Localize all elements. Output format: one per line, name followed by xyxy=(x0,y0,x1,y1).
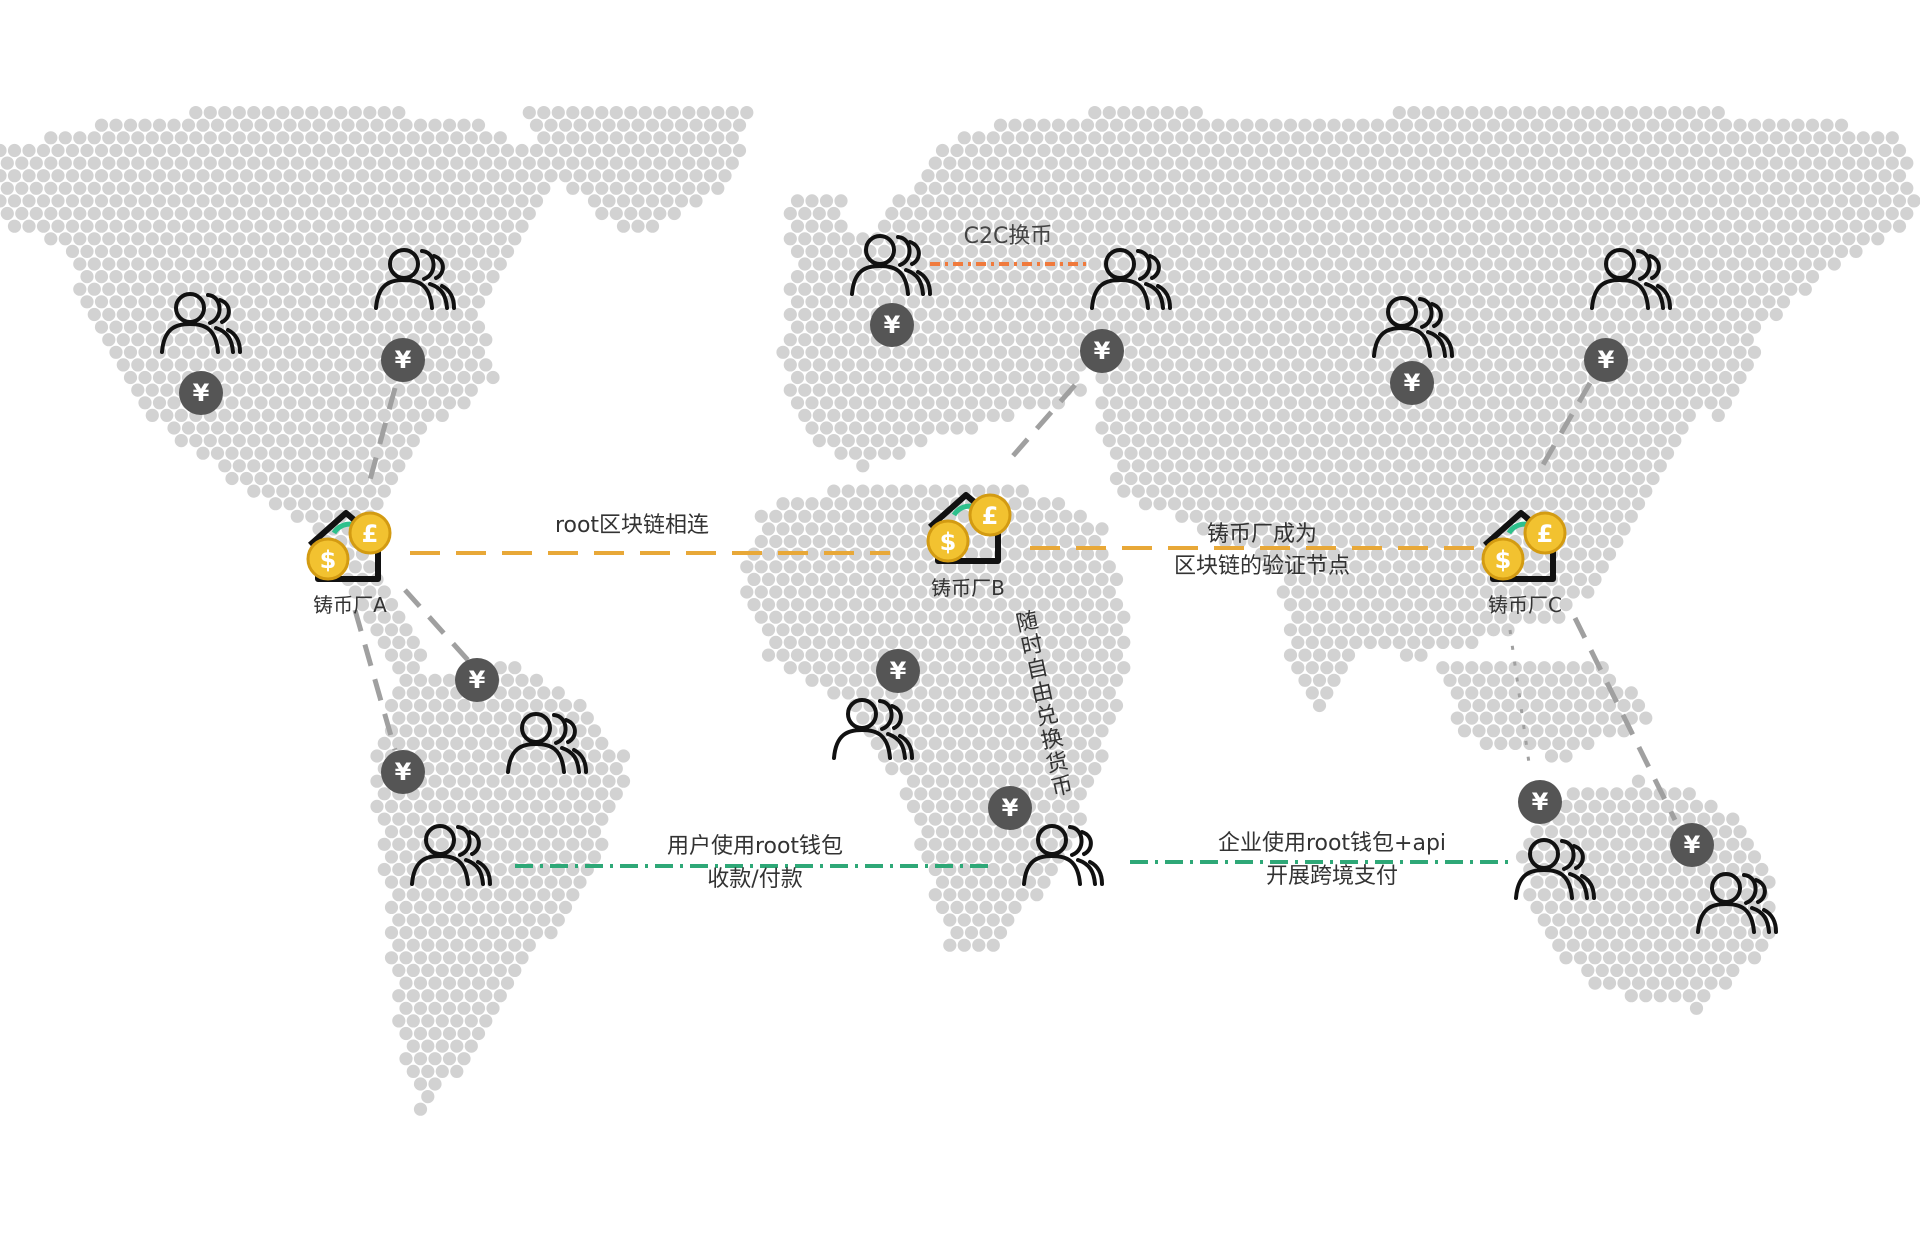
svg-text:¥: ¥ xyxy=(469,666,486,694)
yen-badge-icon-south-america: ¥ xyxy=(381,750,425,794)
root-link-label: root区块链相连 xyxy=(554,513,710,538)
user-wallet-label-1: 用户使用root钱包 xyxy=(666,834,844,859)
svg-text:¥: ¥ xyxy=(1404,369,1421,397)
users-icon-south-america xyxy=(410,824,492,886)
svg-text:$: $ xyxy=(320,546,337,574)
yen-badge-icon-africa-west: ¥ xyxy=(876,649,920,693)
mint-a-label: 铸币厂A xyxy=(313,593,387,617)
yen-badge-icon-caribbean: ¥ xyxy=(455,658,499,702)
users-icon-africa-west xyxy=(832,698,914,760)
grey-line-c-north xyxy=(1537,381,1593,472)
svg-text:¥: ¥ xyxy=(1094,337,1111,365)
svg-text:$: $ xyxy=(940,528,957,556)
svg-text:£: £ xyxy=(982,502,999,530)
svg-text:¥: ¥ xyxy=(395,346,412,374)
mint-c-label: 铸币厂C xyxy=(1488,593,1562,617)
yen-badge-icon-na-east: ¥ xyxy=(381,338,425,382)
users-icon-australia xyxy=(1696,872,1778,934)
svg-text:¥: ¥ xyxy=(884,311,901,339)
svg-text:¥: ¥ xyxy=(395,758,412,786)
grey-line-b-north xyxy=(1003,383,1077,467)
grey-line-c-southeast xyxy=(1572,616,1678,822)
yen-badge-icon-na-west: ¥ xyxy=(179,371,223,415)
yen-badge-icon-asia-east: ¥ xyxy=(1584,338,1628,382)
svg-text:¥: ¥ xyxy=(1002,794,1019,822)
users-icon-europe-east xyxy=(1090,248,1172,310)
users-icon-asia-west xyxy=(1372,296,1454,358)
mint-house-icon-a: £$ xyxy=(306,510,392,582)
grey-line-a-south xyxy=(352,609,398,751)
yen-badge-icon-europe-east: ¥ xyxy=(1080,329,1124,373)
grey-line-a-east xyxy=(403,588,477,670)
mint-house-icon-c: £$ xyxy=(1481,510,1567,582)
svg-text:£: £ xyxy=(1537,520,1554,548)
yen-badge-icon-se-asia: ¥ xyxy=(1518,780,1562,824)
grey-line-a-north xyxy=(367,387,398,481)
users-icon-asia-east xyxy=(1590,248,1672,310)
yen-badge-icon-europe-west: ¥ xyxy=(870,303,914,347)
enterprise-label-1: 企业使用root钱包+api xyxy=(1217,831,1447,856)
svg-text:¥: ¥ xyxy=(1684,831,1701,859)
users-icon-indonesia xyxy=(1514,838,1596,900)
svg-text:¥: ¥ xyxy=(1532,788,1549,816)
c2c-label: C2C换币 xyxy=(963,224,1053,249)
validator-label-1: 铸币厂成为 xyxy=(1206,522,1318,547)
svg-text:¥: ¥ xyxy=(1598,346,1615,374)
users-icon-na-east xyxy=(374,248,456,310)
svg-text:$: $ xyxy=(1495,546,1512,574)
svg-text:¥: ¥ xyxy=(890,657,907,685)
mint-house-icon-b: £$ xyxy=(926,492,1012,564)
yen-badge-icon-asia-west: ¥ xyxy=(1390,361,1434,405)
user-wallet-label-2: 收款/付款 xyxy=(707,867,803,892)
svg-text:¥: ¥ xyxy=(193,379,210,407)
enterprise-label-2: 开展跨境支付 xyxy=(1265,864,1399,889)
yen-badge-icon-africa-south: ¥ xyxy=(988,786,1032,830)
users-icon-na-west xyxy=(160,292,242,354)
mint-b-label: 铸币厂B xyxy=(931,576,1005,600)
users-icon-south-america-east xyxy=(506,712,588,774)
users-icon-europe-west xyxy=(850,234,932,296)
users-icon-africa-south xyxy=(1022,824,1104,886)
validator-label-2: 区块链的验证节点 xyxy=(1173,554,1351,579)
yen-badge-icon-australia: ¥ xyxy=(1670,823,1714,867)
svg-text:£: £ xyxy=(362,520,379,548)
